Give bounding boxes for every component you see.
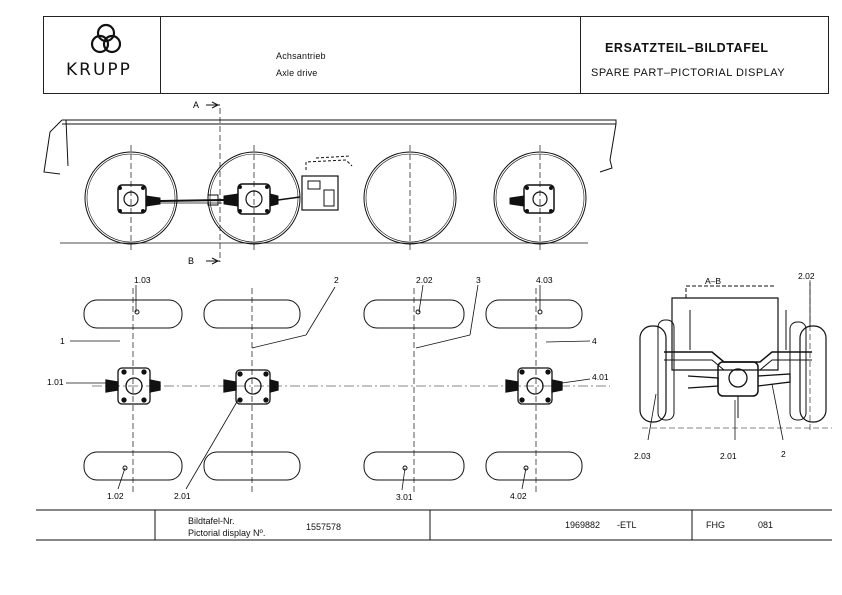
etl-label: -ETL xyxy=(617,520,637,530)
callout-2-02: 2.02 xyxy=(416,275,433,285)
marker-b: B xyxy=(188,256,194,266)
callout-3: 3 xyxy=(476,275,481,285)
axle-drive-plan-4 xyxy=(505,367,563,405)
display-number: 1557578 xyxy=(306,522,342,532)
callout-2-01: 2.01 xyxy=(174,491,191,501)
subject-english: Axle drive xyxy=(276,68,318,78)
axle-drive-side-1 xyxy=(117,184,161,214)
vehicle-plan-view xyxy=(66,284,610,492)
callout-4-03: 4.03 xyxy=(536,275,553,285)
footer-label-english: Pictorial display Nº. xyxy=(188,528,266,538)
fhg-label: FHG xyxy=(706,520,725,530)
footer-label-german: Bildtafel-Nr. xyxy=(188,516,235,526)
section-callout-2: 2 xyxy=(781,449,786,459)
callout-3-01: 3.01 xyxy=(396,492,413,502)
reference-code: 1969882 xyxy=(565,520,601,530)
tyre-front-right xyxy=(83,451,183,481)
fhg-number: 081 xyxy=(758,520,774,530)
tyre-third-left xyxy=(363,299,465,329)
header-frame xyxy=(43,16,829,94)
transfer-case-side xyxy=(301,155,353,211)
axle-drive-side-2 xyxy=(223,183,279,215)
header-divider-2 xyxy=(580,16,581,93)
header-divider-1 xyxy=(160,16,161,93)
vehicle-side-view xyxy=(43,101,617,265)
marker-a: A xyxy=(193,100,199,110)
callout-4: 4 xyxy=(592,336,597,346)
axle-drive-plan-2 xyxy=(223,369,279,405)
krupp-logo: KRUPP xyxy=(60,20,152,86)
callout-1-02: 1.02 xyxy=(107,491,124,501)
title-german: ERSATZTEIL–BILDTAFEL xyxy=(605,41,769,55)
section-callout-2-02: 2.02 xyxy=(798,271,815,281)
callout-1-01: 1.01 xyxy=(47,377,64,387)
krupp-rings-icon xyxy=(90,23,122,54)
footer-frame xyxy=(36,509,832,541)
tyre-rear-left xyxy=(485,299,583,329)
title-english: SPARE PART–PICTORIAL DISPLAY xyxy=(591,67,786,79)
section-callout-2-01: 2.01 xyxy=(720,451,737,461)
callout-4-01: 4.01 xyxy=(592,372,609,382)
tyre-front-left xyxy=(83,299,183,329)
brand-name: KRUPP xyxy=(66,60,132,80)
tyre-third-right xyxy=(363,451,465,481)
section-view-ab xyxy=(639,280,832,441)
callout-4-02: 4.02 xyxy=(510,491,527,501)
tyre-second-left xyxy=(203,299,301,329)
tyre-second-right xyxy=(203,451,301,481)
subject-german: Achsantrieb xyxy=(276,51,326,61)
section-title: A–B xyxy=(705,276,721,286)
axle-drive-side-4 xyxy=(509,184,555,214)
callout-1-03: 1.03 xyxy=(134,275,151,285)
callout-2: 2 xyxy=(334,275,339,285)
callout-1: 1 xyxy=(60,336,65,346)
tyre-rear-right xyxy=(485,451,583,481)
section-callout-2-03: 2.03 xyxy=(634,451,651,461)
